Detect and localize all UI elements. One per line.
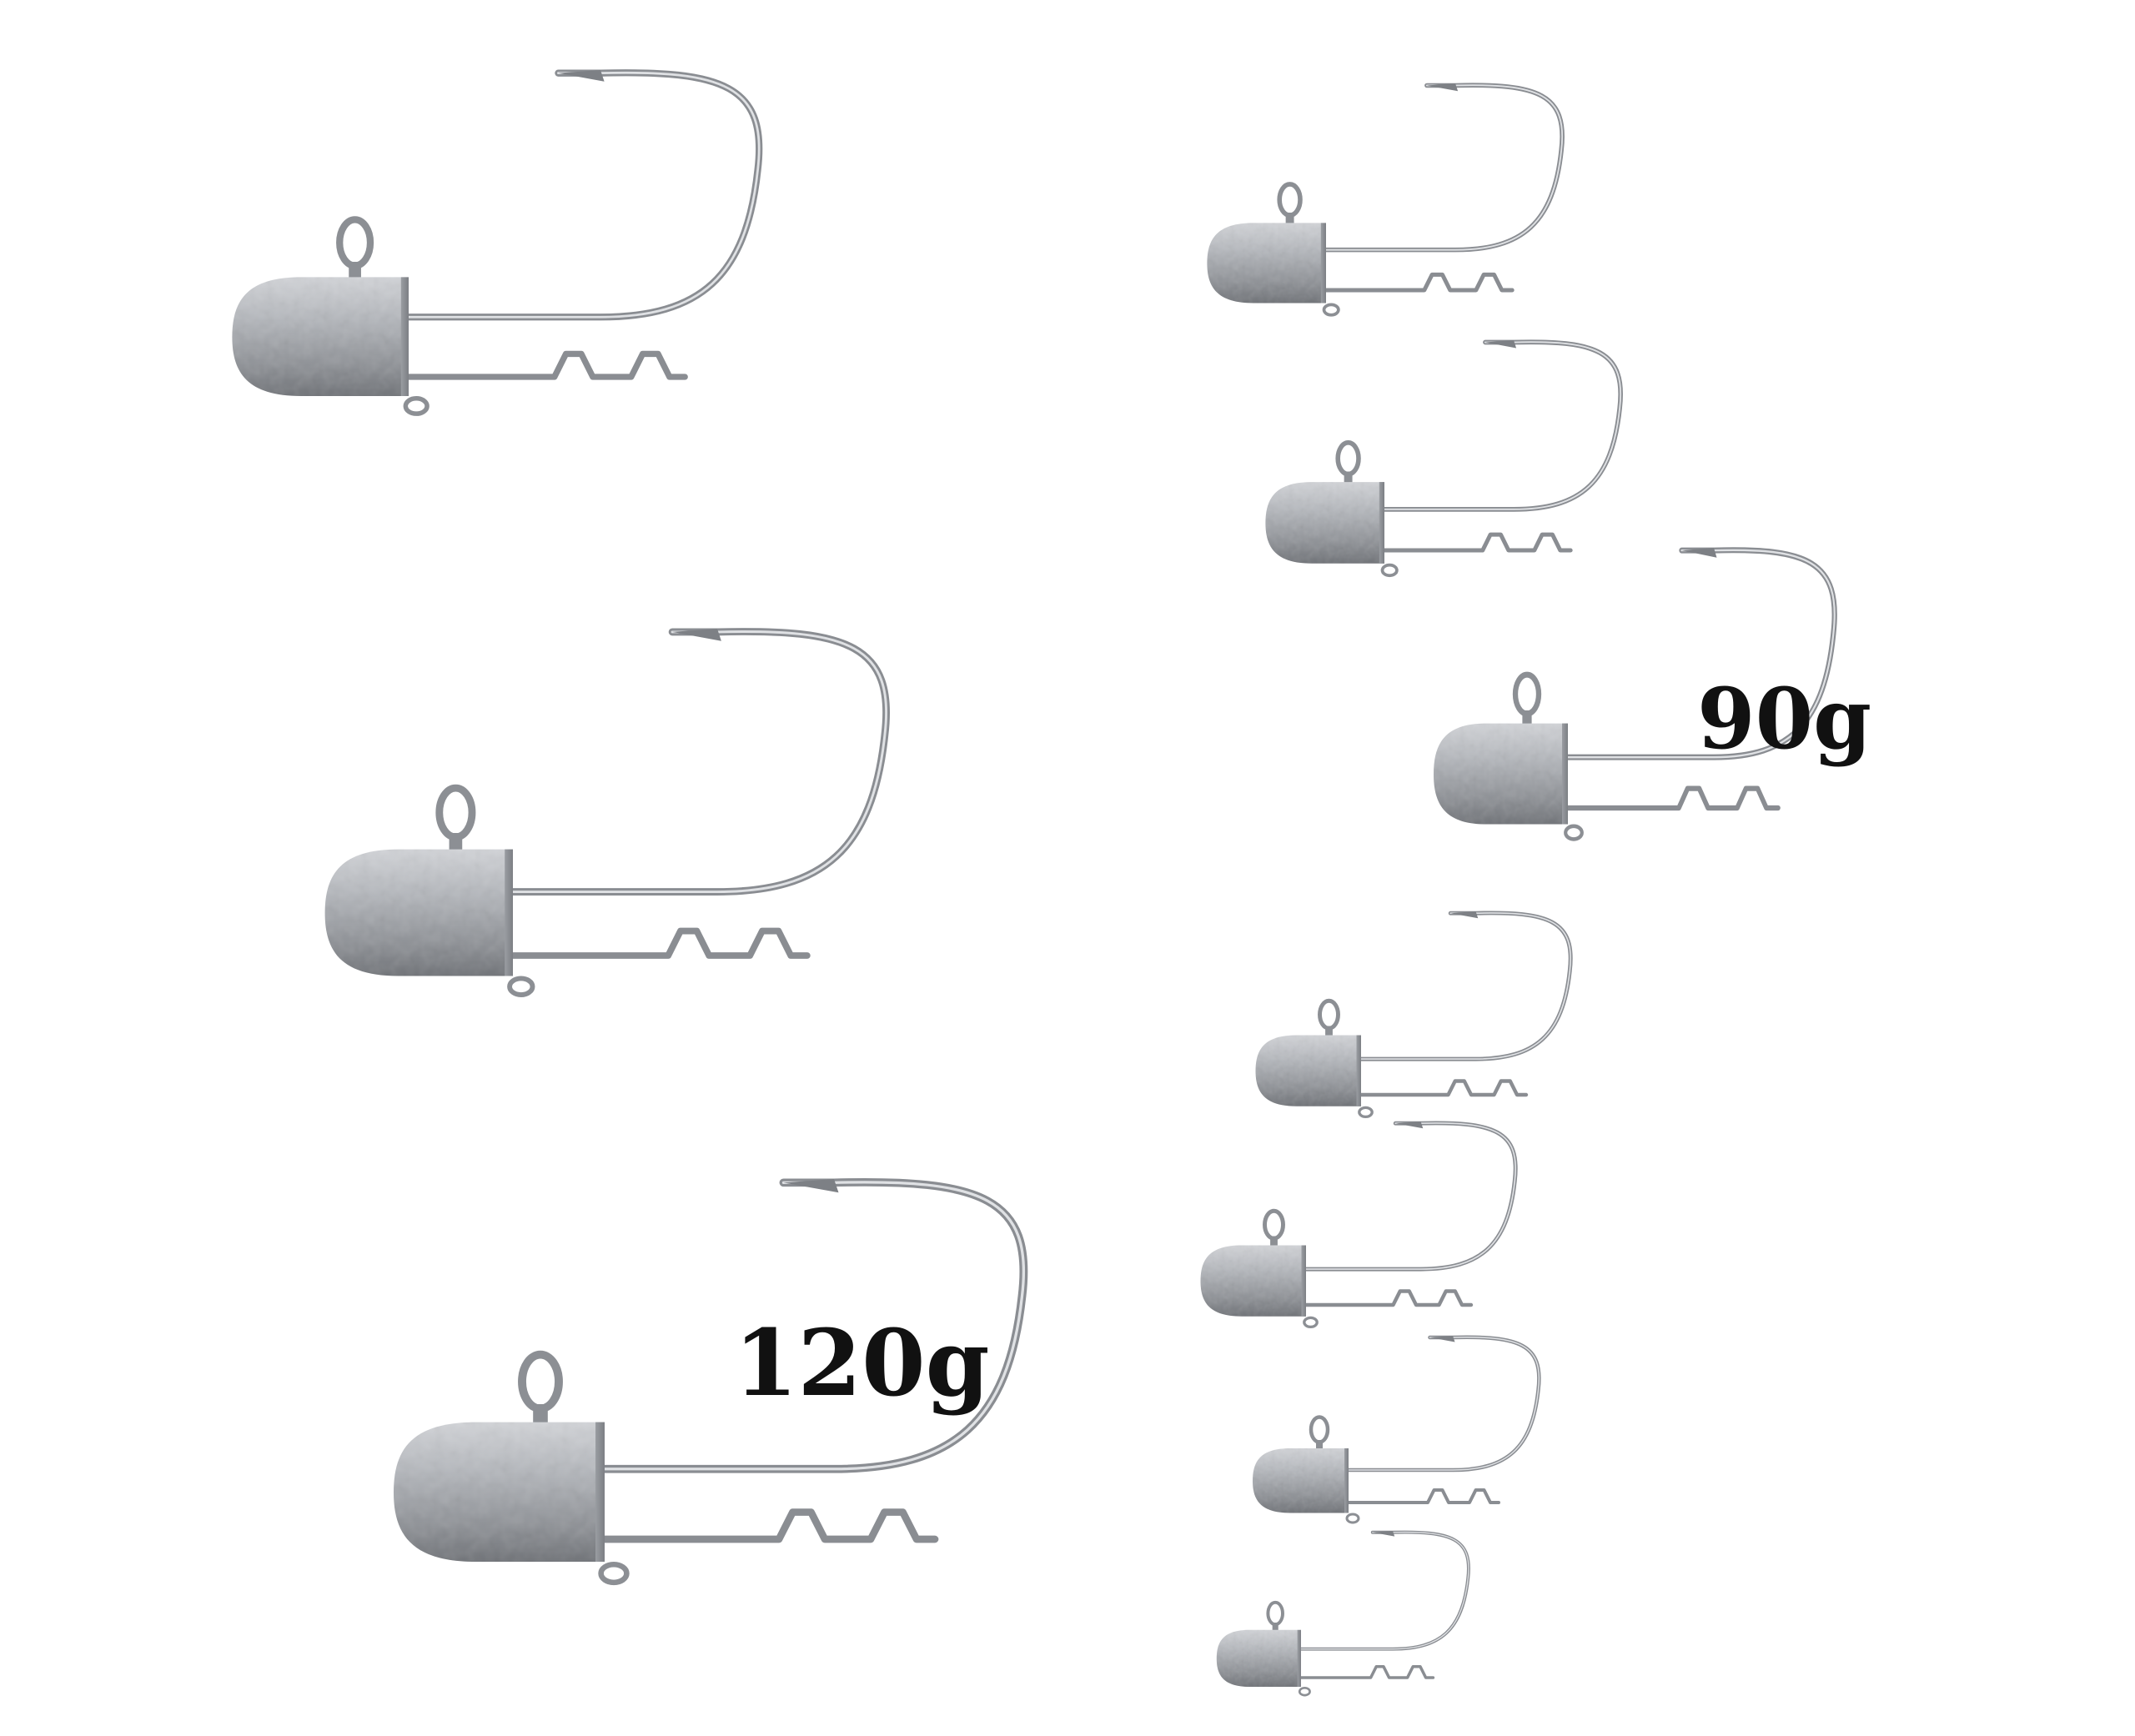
weight-label-120g: 120g <box>734 1309 990 1417</box>
jig-head-medium-2 <box>1265 340 1620 575</box>
jig-head-large-top <box>232 70 759 414</box>
jig-head-small-4 <box>1217 1531 1469 1695</box>
jig-head-small-2 <box>1201 1121 1516 1327</box>
jig-head-small-1 <box>1256 911 1571 1116</box>
jig-head-medium-1 <box>1207 83 1562 315</box>
weight-label-90g: 90g <box>1697 670 1872 768</box>
jig-head-small-3 <box>1253 1336 1539 1523</box>
jig-head-large-middle <box>325 629 887 995</box>
